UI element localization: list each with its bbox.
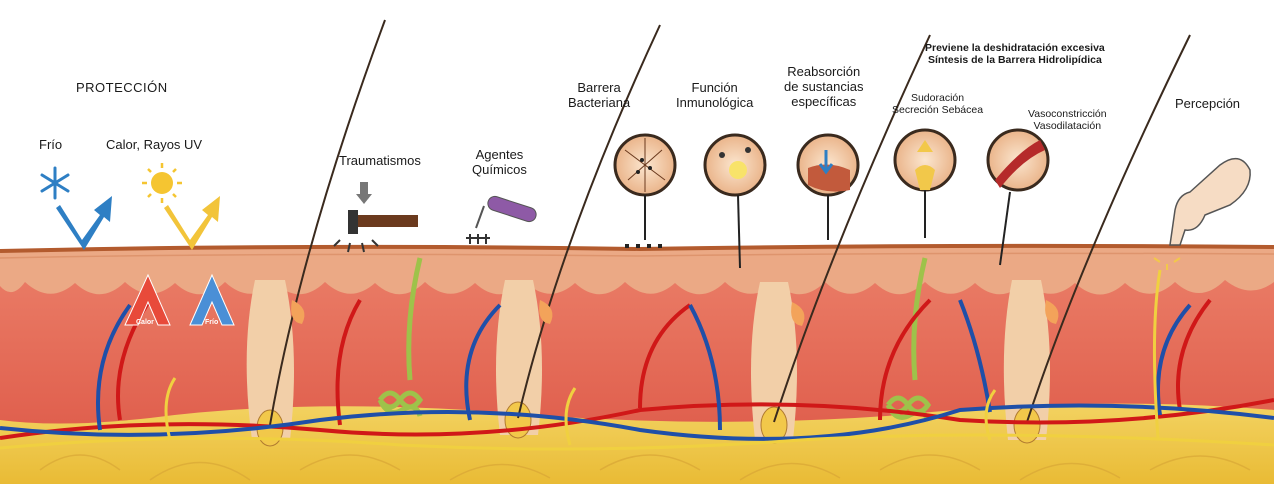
immune-function-label: Función Inmunológica bbox=[676, 80, 753, 110]
dehydration-label: Previene la deshidratación excesiva Sínt… bbox=[925, 42, 1105, 66]
vasodilation-line: Vasodilatación bbox=[1028, 120, 1107, 132]
bacterial-barrier-line-2: Bacteriana bbox=[568, 95, 630, 110]
heat-uv-label: Calor, Rayos UV bbox=[106, 137, 202, 152]
bacterial-barrier-label: Barrera Bacteriana bbox=[568, 80, 630, 110]
cold-arrow bbox=[56, 196, 112, 250]
dehydration-line-2: Síntesis de la Barrera Hidrolipídica bbox=[925, 54, 1105, 66]
snowflake-icon bbox=[42, 168, 68, 198]
reabsorption-line-1: Reabsorción bbox=[784, 64, 864, 79]
immune-function-line-2: Inmunológica bbox=[676, 95, 753, 110]
dehydration-line-1: Previene la deshidratación excesiva bbox=[925, 42, 1105, 54]
chemical-agents-label: Agentes Químicos bbox=[472, 147, 527, 177]
skin-heat-tag: Calor bbox=[136, 319, 154, 326]
heat-arrow bbox=[164, 196, 220, 250]
vasoconstriction-line: Vasoconstricción bbox=[1028, 108, 1107, 120]
protection-title: PROTECCIÓN bbox=[76, 80, 168, 95]
perception-label: Percepción bbox=[1175, 96, 1240, 111]
sebum-line: Secreción Sebácea bbox=[892, 104, 983, 116]
sweat-sebum-label: Sudoración Secreción Sebácea bbox=[892, 92, 983, 116]
reabsorption-line-3: específicas bbox=[784, 94, 864, 109]
skin-cold-tag: Frío bbox=[205, 319, 218, 326]
cold-label: Frío bbox=[39, 137, 62, 152]
vasoconstriction-label: Vasoconstricción Vasodilatación bbox=[1028, 108, 1107, 132]
trauma-label: Traumatismos bbox=[339, 153, 421, 168]
hammer-icon bbox=[334, 182, 418, 252]
sweat-line: Sudoración bbox=[892, 92, 983, 104]
test-tube-icon bbox=[466, 195, 538, 244]
reabsorption-label: Reabsorción de sustancias específicas bbox=[784, 64, 864, 109]
reabsorption-line-2: de sustancias bbox=[784, 79, 864, 94]
bacterial-barrier-line-1: Barrera bbox=[568, 80, 630, 95]
sun-icon bbox=[142, 163, 182, 203]
chemical-agents-line-2: Químicos bbox=[472, 162, 527, 177]
immune-function-line-1: Función bbox=[676, 80, 753, 95]
chemical-agents-line-1: Agentes bbox=[472, 147, 527, 162]
